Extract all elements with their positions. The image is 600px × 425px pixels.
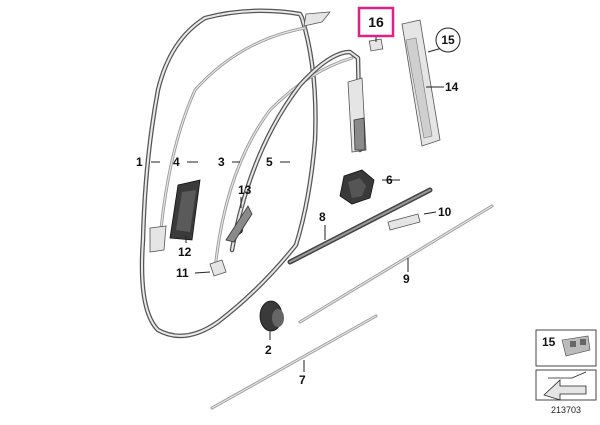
callout-1: 1 bbox=[136, 155, 143, 169]
callout-3: 3 bbox=[218, 155, 225, 169]
callout-15-circle: 15 bbox=[435, 27, 461, 53]
arrow-icon bbox=[543, 371, 587, 401]
part-13-mirror-triangle bbox=[225, 205, 253, 243]
part-6-bracket bbox=[339, 169, 375, 205]
callout-10: 10 bbox=[438, 205, 452, 219]
pillar-guide bbox=[347, 77, 367, 153]
callout-9: 9 bbox=[403, 272, 410, 286]
part-8-lower-strip bbox=[287, 187, 433, 265]
part-14-pillar-trim bbox=[401, 19, 441, 147]
part-16-clip bbox=[368, 38, 384, 52]
callout-14: 14 bbox=[445, 80, 459, 94]
part-2-grommet bbox=[259, 300, 284, 332]
inset-clip-icon bbox=[561, 335, 591, 357]
part-11-clip bbox=[209, 259, 227, 277]
callout-15: 15 bbox=[441, 33, 455, 47]
highlight-box bbox=[357, 6, 395, 38]
callout-6: 6 bbox=[386, 173, 393, 187]
callout-4: 4 bbox=[173, 155, 180, 169]
callout-12: 12 bbox=[178, 245, 192, 259]
callout-7: 7 bbox=[299, 373, 306, 387]
callout-2: 2 bbox=[265, 343, 272, 357]
callout-8: 8 bbox=[319, 210, 326, 224]
part-10-clip-strip bbox=[387, 213, 421, 231]
inset-label: 15 bbox=[542, 335, 556, 349]
callout-5: 5 bbox=[266, 155, 273, 169]
leader-lines bbox=[151, 36, 444, 372]
part-12-triangle-cover bbox=[169, 179, 201, 241]
callout-13: 13 bbox=[238, 183, 252, 197]
callouts: 1 4 3 5 6 14 10 8 9 7 2 11 12 13 bbox=[136, 80, 459, 387]
callout-11: 11 bbox=[176, 266, 189, 280]
part-5-window-seal bbox=[229, 49, 363, 253]
part-9-molding bbox=[298, 204, 494, 324]
part-7-sill-strip bbox=[210, 314, 378, 410]
part-1-door-seal bbox=[139, 8, 318, 339]
part-3-frame-strip bbox=[213, 56, 354, 272]
inset-box: 15 213703 bbox=[535, 329, 597, 415]
diagram-number: 213703 bbox=[551, 405, 581, 415]
callout-16-highlight: 16 bbox=[357, 6, 395, 38]
callout-16: 16 bbox=[368, 14, 384, 30]
part-4-inner-strip bbox=[149, 11, 331, 253]
